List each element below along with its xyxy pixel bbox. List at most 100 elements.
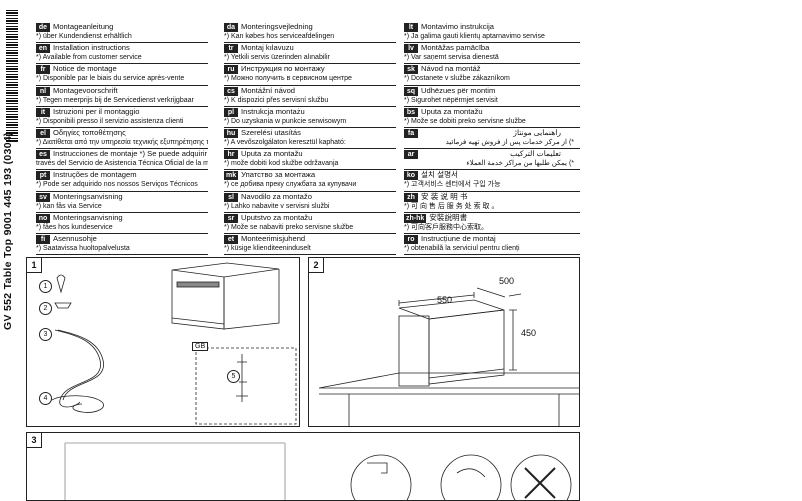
language-code-badge: ro xyxy=(404,234,418,244)
instruction-title: Monteringsvejledning xyxy=(241,22,313,31)
language-code-badge: pl xyxy=(224,107,238,117)
availability-note: *) Sigurohet nëpërmjet servisit xyxy=(404,96,498,104)
language-code-badge: ar xyxy=(404,150,418,160)
instruction-title: Udhëzues për montim xyxy=(421,85,496,95)
language-code-badge: sq xyxy=(404,86,418,96)
instruction-title: Instrukcja montażu xyxy=(241,106,305,116)
availability-note: *) Available from customer service xyxy=(36,54,142,62)
language-code-badge: no xyxy=(36,213,50,223)
width-dimension: 550 xyxy=(437,295,453,305)
language-code-badge: en xyxy=(36,44,50,54)
availability-note: *) Pode ser adquirido nos nossos Serviço… xyxy=(36,181,198,189)
instruction-title: Notice de montage xyxy=(53,64,117,74)
language-code-badge: sv xyxy=(36,192,50,202)
instruction-title: Montavimo instrukcija xyxy=(421,22,495,31)
instruction-title: Szerelési utasítás xyxy=(241,127,301,137)
instruction-title: Asennusohje xyxy=(53,233,97,243)
instruction-title: Οδηγίες τοποθέτησης xyxy=(53,127,126,137)
availability-note: *) 고객서비스 센터에서 구입 가능 xyxy=(404,181,501,189)
language-code-badge: mk xyxy=(224,171,239,181)
figure-3-drawing xyxy=(64,442,572,500)
language-code-badge: ko xyxy=(404,171,418,181)
instruction-title: Упатство за монтажа xyxy=(241,170,316,180)
model-number-text: GV 552 Table Top 9001 445 193 (0304) xyxy=(2,132,14,330)
language-code-badge: fi xyxy=(36,234,50,244)
availability-note: *) Можно получить в сервисном центре xyxy=(224,75,352,83)
language-code-badge: el xyxy=(36,128,50,138)
language-code-badge: zh xyxy=(404,192,418,202)
instruction-title: Monteringsanvisning xyxy=(53,191,123,201)
instruction-title: Montážní návod xyxy=(241,85,296,95)
language-code-badge: es xyxy=(36,150,50,160)
availability-note: *) obtenabilă la serviciul pentru clienț… xyxy=(404,244,520,252)
item-marker-5: 5 xyxy=(227,370,240,383)
language-code-badge: hu xyxy=(224,128,238,138)
availability-note: *) Dostanete v službe zákazníkom xyxy=(404,75,510,83)
instruction-title: Montāžas pamācība xyxy=(421,43,490,53)
barcode xyxy=(6,10,18,142)
figure-2-panel: 2 550 500 450 xyxy=(308,257,580,427)
height-dimension: 450 xyxy=(521,328,537,338)
depth-dimension: 500 xyxy=(499,276,515,286)
item-marker-2: 2 xyxy=(39,302,52,315)
language-code-badge: ru xyxy=(224,65,238,75)
availability-note: *) 可向客戶服務中心索取。 xyxy=(404,223,488,231)
availability-note: través del Servicio de Asistencia Técnic… xyxy=(36,160,208,168)
instruction-title: Monteringsanvisning xyxy=(53,212,123,222)
instruction-title: Montaj kılavuzu xyxy=(241,43,294,53)
instruction-title: Uputstvo za montažu xyxy=(241,212,313,222)
instruction-title: راهنمایی مونتاژ xyxy=(513,127,561,137)
language-code-badge: sr xyxy=(224,213,238,223)
figure-1-panel: 1 1 2 3 4 5 GB xyxy=(26,257,300,427)
availability-note: *) Tegen meerprijs bij de Servicedienst … xyxy=(36,96,194,104)
item-marker-4: 4 xyxy=(39,392,52,405)
instruction-title: Montagevoorschrift xyxy=(53,85,118,95)
instruction-title: Инструкция по монтажу xyxy=(241,64,325,74)
figure-number: 1 xyxy=(27,258,42,273)
instruction-title: Navodilo za montažo xyxy=(241,191,312,201)
availability-note: *) Disponible par le biais du service ap… xyxy=(36,75,185,83)
language-code-badge: nl xyxy=(36,86,50,96)
language-code-badge: sl xyxy=(224,192,238,202)
availability-note: *) Yetkili servis üzerinden alınabilir xyxy=(224,54,330,62)
item-marker-3: 3 xyxy=(39,328,52,341)
language-code-badge: fr xyxy=(36,65,50,75)
gb-box-label: GB xyxy=(192,342,209,351)
availability-note: *) Disponibili presso il servizio assist… xyxy=(36,117,184,125)
availability-note: *) Διατίθεται από την υπηρεσία τεχνικής … xyxy=(36,138,208,146)
figure-3-panel: 3 xyxy=(26,432,580,501)
figure-1-drawing xyxy=(51,262,297,425)
instruction-title: Uputa za montažu xyxy=(241,149,303,159)
language-code-badge: bs xyxy=(404,107,418,117)
availability-note: *) kan fås via Service xyxy=(36,202,102,210)
instruction-title: 설치 설명서 xyxy=(421,170,459,180)
availability-note: *) A vevőszolgálaton keresztül kapható: xyxy=(224,138,346,146)
instruction-title: Instruções de montagem xyxy=(53,170,137,180)
language-code-badge: it xyxy=(36,107,50,117)
instruction-title: Uputa za montažu xyxy=(421,106,483,116)
instruction-title: 安 装 说 明 书 xyxy=(421,191,468,201)
availability-note: *) küsige klienditeeninduselt xyxy=(224,244,311,252)
figure-number: 2 xyxy=(309,258,324,273)
